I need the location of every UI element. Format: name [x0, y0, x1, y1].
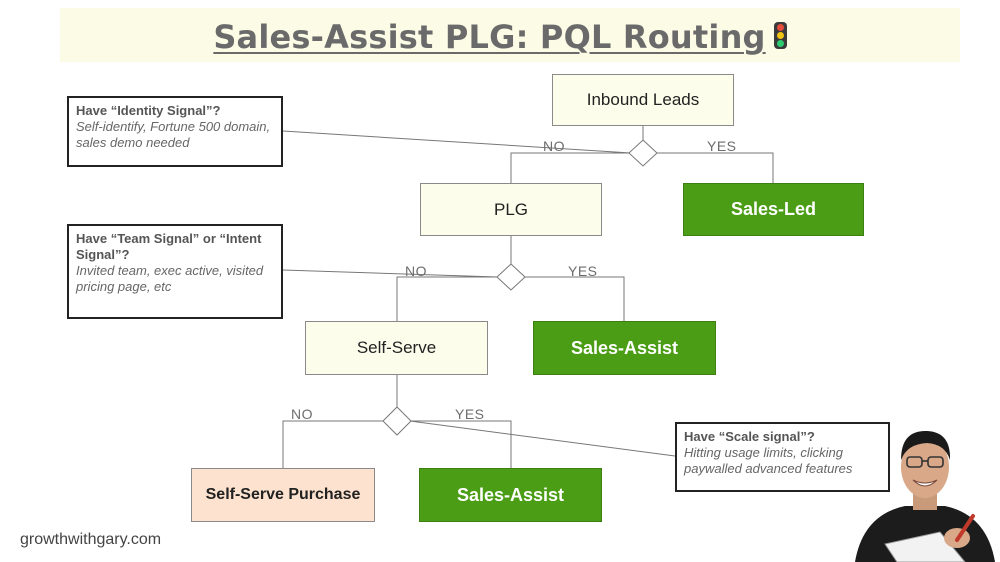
decision-diamond	[628, 139, 658, 167]
scale-signal-note: Have “Scale signal”? Hitting usage limit…	[675, 422, 890, 492]
note-body: Invited team, exec active, visited prici…	[76, 263, 264, 294]
self-serve-purchase-node: Self-Serve Purchase	[191, 468, 375, 522]
team-intent-signal-note: Have “Team Signal” or “Intent Signal”? I…	[67, 224, 283, 319]
branch-label-no: NO	[291, 406, 313, 422]
inbound-leads-node: Inbound Leads	[552, 74, 734, 126]
branch-label-yes: YES	[455, 406, 485, 422]
plg-node: PLG	[420, 183, 602, 236]
sales-assist-node: Sales-Assist	[533, 321, 716, 375]
self-serve-node: Self-Serve	[305, 321, 488, 375]
decision-diamond	[382, 406, 412, 436]
branch-label-no: NO	[543, 138, 565, 154]
note-heading: Have “Team Signal” or “Intent Signal”?	[76, 231, 262, 262]
title-banner	[60, 8, 960, 62]
page-title: Sales-Assist PLG: PQL Routing	[0, 18, 1000, 56]
identity-signal-note: Have “Identity Signal”? Self-identify, F…	[67, 96, 283, 167]
note-heading: Have “Identity Signal”?	[76, 103, 221, 118]
title-text: Sales-Assist PLG: PQL Routing	[213, 18, 766, 56]
presenter-photo	[855, 430, 995, 562]
sales-assist-node: Sales-Assist	[419, 468, 602, 522]
note-body: Hitting usage limits, clicking paywalled…	[684, 445, 853, 476]
branch-label-no: NO	[405, 263, 427, 279]
sales-led-node: Sales-Led	[683, 183, 864, 236]
note-heading: Have “Scale signal”?	[684, 429, 815, 444]
decision-diamond	[496, 263, 526, 291]
branch-label-yes: YES	[568, 263, 598, 279]
note-body: Self-identify, Fortune 500 domain, sales…	[76, 119, 271, 150]
branch-label-yes: YES	[707, 138, 737, 154]
footer-website: growthwithgary.com	[20, 531, 162, 548]
traffic-light-icon	[773, 21, 787, 49]
